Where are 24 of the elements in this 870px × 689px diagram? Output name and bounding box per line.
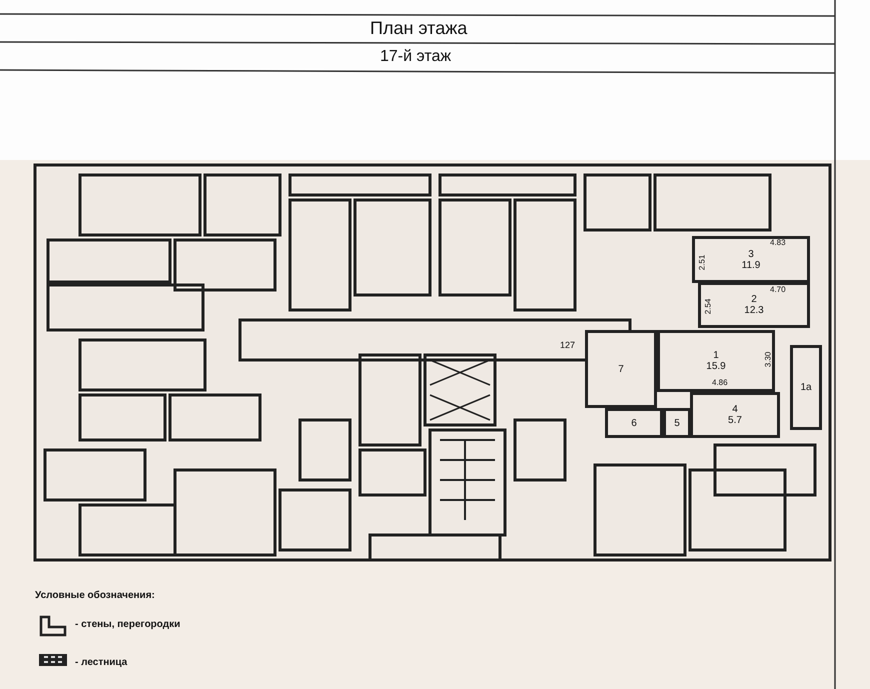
legend-heading: Условные обозначения: (35, 590, 155, 601)
room-number: 1а (800, 382, 812, 393)
room-number: 7 (618, 364, 624, 374)
legend-text: - стены, перегородки (75, 619, 180, 630)
dimension-label: 3.30 (763, 352, 772, 368)
dimension-label: 4.83 (770, 238, 786, 247)
room-number: 5 (674, 418, 680, 428)
legend-text: - лестница (75, 657, 128, 668)
dimension-label: 2.54 (703, 298, 712, 314)
room-area: 15.9 (706, 361, 726, 372)
room-number: 3 (748, 248, 754, 260)
apartment-number: 127 (560, 340, 576, 350)
room-number: 6 (631, 418, 637, 428)
dimension-label: 4.70 (770, 285, 786, 294)
room-number: 4 (732, 404, 738, 415)
room-area: 5.7 (728, 415, 742, 426)
dimension-label: 4.86 (712, 378, 728, 387)
dimension-label: 2.51 (697, 254, 706, 270)
room-area: 12.3 (744, 305, 764, 316)
room-area: 11.9 (742, 260, 760, 270)
floor-subtitle: 17-й этаж (380, 48, 452, 66)
room-number: 2 (751, 294, 757, 305)
room-number: 1 (713, 350, 719, 361)
page-title: План этажа (370, 18, 468, 39)
